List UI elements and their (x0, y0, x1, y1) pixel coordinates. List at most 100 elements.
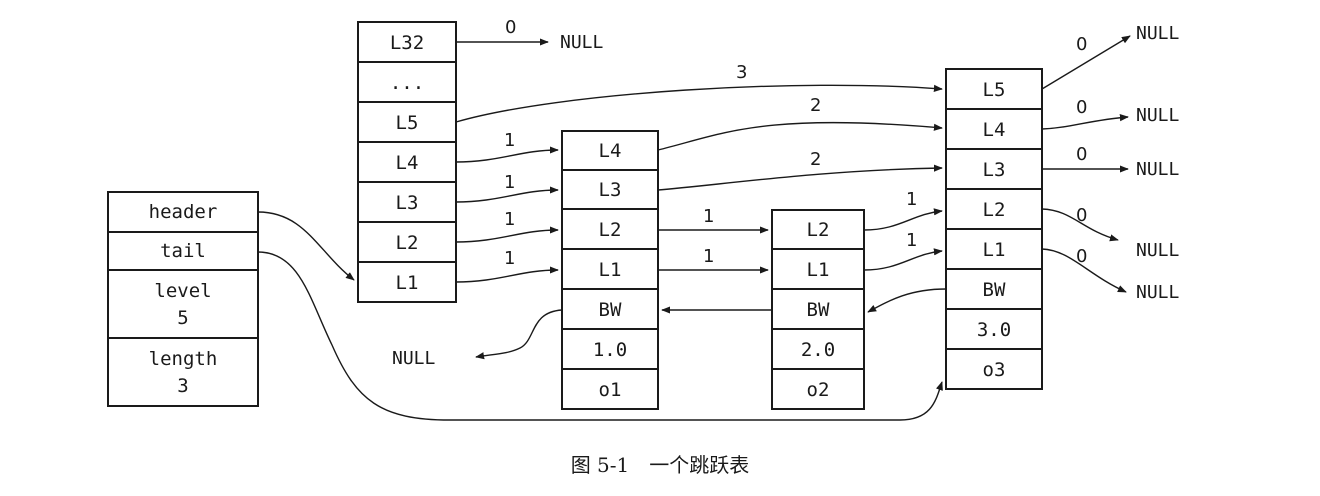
node1-level-l3: L3 (599, 179, 622, 201)
node2-obj: o2 (807, 379, 830, 401)
node3-l4-span: 0 (1076, 97, 1087, 118)
node3-level-l5: L5 (983, 79, 1006, 101)
node3-score: 3.0 (977, 319, 1011, 341)
node3-backward: BW (983, 279, 1006, 301)
header-pointer-arrow (257, 211, 355, 281)
header-l2-span: 1 (504, 209, 515, 230)
header-level-l2: L2 (396, 232, 419, 254)
figure-caption: 图 5-1 一个跳跃表 (571, 453, 750, 477)
node3-l1-span: 0 (1076, 246, 1087, 267)
node1-backward: BW (599, 299, 622, 321)
node2-l1-forward-arrow (863, 248, 943, 271)
node3-l5-forward-arrow (1041, 35, 1131, 90)
node3-obj: o3 (983, 359, 1006, 381)
node1-backward-null: NULL (392, 348, 436, 369)
header-node (357, 21, 457, 303)
length-field-box (107, 337, 259, 407)
node-o2 (771, 209, 865, 410)
header-l5-span: 3 (736, 62, 747, 83)
node1-score: 1.0 (593, 339, 627, 361)
header-l5-forward-arrow (455, 84, 943, 123)
header-l3-forward-arrow (455, 186, 559, 203)
node3-l2-null: NULL (1136, 240, 1180, 261)
skiplist-struct (107, 191, 259, 407)
node1-l3-forward-arrow (657, 164, 943, 191)
level-field-value: 5 (177, 307, 188, 329)
node2-level-l1-box (771, 248, 865, 290)
node3-l2-span: 0 (1076, 205, 1087, 226)
node3-l5-span: 0 (1076, 34, 1087, 55)
node-o1 (561, 130, 659, 410)
node1-level-l4-box (561, 130, 659, 171)
header-level-l4-box (357, 141, 457, 183)
header-level-l2-box (357, 221, 457, 263)
node1-obj-box (561, 368, 659, 410)
node1-l1-span: 1 (703, 246, 714, 267)
node1-score-box (561, 328, 659, 370)
node1-level-l2-box (561, 208, 659, 250)
node3-l3-span: 0 (1076, 144, 1087, 165)
header-l32-null: NULL (560, 32, 604, 53)
header-l1-forward-arrow (455, 266, 559, 283)
node2-score: 2.0 (801, 339, 835, 361)
node3-l3-null: NULL (1136, 159, 1180, 180)
header-level-l4: L4 (396, 152, 419, 174)
node1-l4-span: 2 (810, 95, 821, 116)
header-level-l5: L5 (396, 112, 419, 134)
node2-level-l2: L2 (807, 219, 830, 241)
level-field-box (107, 269, 259, 339)
tail-field-box (107, 231, 259, 271)
node3-l1-forward-arrow (1041, 248, 1127, 293)
node3-backward-box (945, 268, 1043, 310)
node3-level-l3: L3 (983, 159, 1006, 181)
header-level-ellipsis: ... (390, 72, 424, 94)
header-l4-span: 1 (504, 130, 515, 151)
node2-l1-span: 1 (906, 230, 917, 251)
tail-field-label: tail (160, 240, 206, 262)
header-l1-span: 1 (504, 248, 515, 269)
length-field-label: length (149, 348, 218, 370)
header-l3-span: 1 (504, 172, 515, 193)
level-field-label: level (154, 280, 211, 302)
node3-l5-null: NULL (1136, 23, 1180, 44)
node1-l3-span: 2 (810, 149, 821, 170)
node3-l4-forward-arrow (1041, 114, 1129, 130)
node1-backward-arrow (475, 309, 563, 360)
header-field-box (107, 191, 259, 233)
node2-level-l1: L1 (807, 259, 830, 281)
node3-level-l1: L1 (983, 239, 1006, 261)
node1-level-l2: L2 (599, 219, 622, 241)
header-field-label: header (149, 201, 218, 223)
node3-score-box (945, 308, 1043, 350)
node2-obj-box (771, 368, 865, 410)
header-level-l32: L32 (390, 32, 424, 54)
node3-obj-box (945, 348, 1043, 390)
header-l32-span: 0 (505, 17, 516, 38)
header-l2-forward-arrow (455, 226, 559, 243)
node1-obj: o1 (599, 379, 622, 401)
node2-level-l2-box (771, 209, 865, 250)
node3-l4-null: NULL (1136, 105, 1180, 126)
node2-score-box (771, 328, 865, 370)
header-level-ellipsis-box (357, 61, 457, 103)
tail-pointer-arrow (257, 251, 943, 421)
header-l4-forward-arrow (455, 146, 559, 163)
header-level-l3: L3 (396, 192, 419, 214)
node3-l2-forward-arrow (1041, 208, 1119, 242)
node3-level-l4: L4 (983, 119, 1006, 141)
node3-backward-arrow (867, 288, 947, 313)
length-field-value: 3 (177, 375, 188, 397)
node1-l2-span: 1 (703, 206, 714, 227)
node1-backward-box (561, 288, 659, 330)
node3-l1-null: NULL (1136, 282, 1180, 303)
node2-backward: BW (807, 299, 830, 321)
node-o3 (945, 68, 1043, 390)
node3-level-l2: L2 (983, 199, 1006, 221)
node2-l2-span: 1 (906, 189, 917, 210)
node1-l4-forward-arrow (657, 121, 943, 151)
node1-level-l1: L1 (599, 259, 622, 281)
node2-backward-box (771, 288, 865, 330)
node2-l2-forward-arrow (863, 208, 943, 231)
node1-level-l4: L4 (599, 140, 622, 162)
